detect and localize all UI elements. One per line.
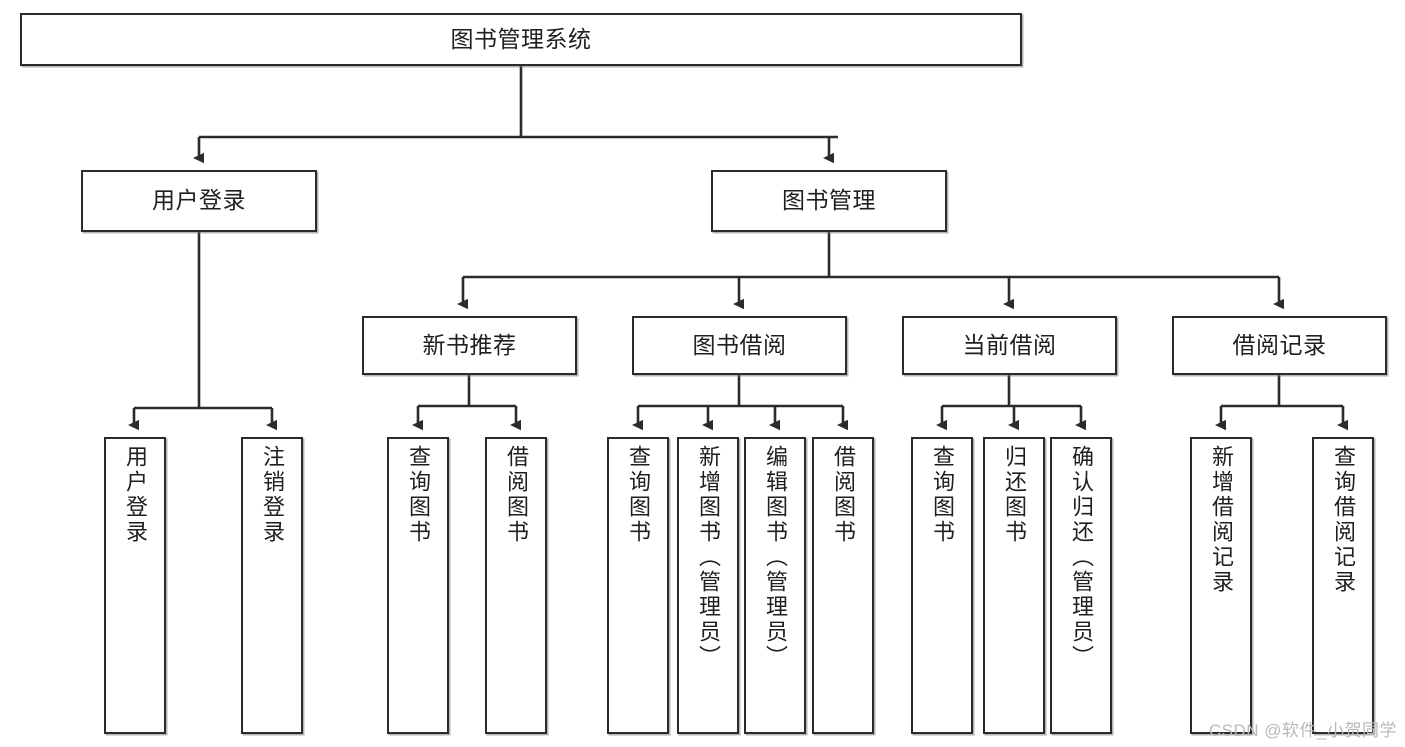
node-book-management-label: 图书管理 — [782, 187, 876, 214]
node-root[interactable]: 图书管理系统 — [20, 13, 1022, 66]
leaf-query-book-recommend-label: 查询图书 — [405, 445, 431, 545]
leaf-return-book[interactable]: 归还图书 — [983, 437, 1045, 734]
leaf-user-login-label: 用户登录 — [122, 445, 148, 545]
leaf-add-borrow-record[interactable]: 新增借阅记录 — [1190, 437, 1252, 734]
leaf-query-book-recommend[interactable]: 查询图书 — [387, 437, 449, 734]
leaf-borrow-book-recommend[interactable]: 借阅图书 — [485, 437, 547, 734]
leaf-query-borrow-record-label: 查询借阅记录 — [1330, 445, 1356, 595]
node-book-borrow-label: 图书借阅 — [692, 331, 787, 358]
node-borrow-records[interactable]: 借阅记录 — [1172, 316, 1387, 375]
leaf-return-book-label: 归还图书 — [1001, 445, 1027, 545]
leaf-add-book-admin[interactable]: 新增图书（管理员） — [677, 437, 739, 734]
leaf-query-book-current-label: 查询图书 — [929, 445, 955, 545]
leaf-edit-book-admin-label: 编辑图书（管理员） — [762, 445, 788, 670]
leaf-logout-label: 注销登录 — [259, 445, 285, 545]
leaf-query-borrow-record[interactable]: 查询借阅记录 — [1312, 437, 1374, 734]
node-book-management[interactable]: 图书管理 — [711, 170, 947, 232]
node-current-borrow-label: 当前借阅 — [962, 331, 1057, 358]
node-user-login-label: 用户登录 — [152, 187, 246, 214]
leaf-edit-book-admin[interactable]: 编辑图书（管理员） — [744, 437, 806, 734]
leaf-add-book-admin-label: 新增图书（管理员） — [695, 445, 721, 670]
node-current-borrow[interactable]: 当前借阅 — [902, 316, 1117, 375]
node-borrow-records-label: 借阅记录 — [1232, 331, 1327, 358]
leaf-borrow-book-recommend-label: 借阅图书 — [503, 445, 529, 545]
leaf-user-login[interactable]: 用户登录 — [104, 437, 166, 734]
leaf-confirm-return-admin[interactable]: 确认归还（管理员） — [1050, 437, 1112, 734]
leaf-query-book-current[interactable]: 查询图书 — [911, 437, 973, 734]
leaf-borrow-book[interactable]: 借阅图书 — [812, 437, 874, 734]
node-book-borrow[interactable]: 图书借阅 — [632, 316, 847, 375]
node-new-book-recommend-label: 新书推荐 — [422, 331, 517, 358]
leaf-add-borrow-record-label: 新增借阅记录 — [1208, 445, 1234, 595]
leaf-logout[interactable]: 注销登录 — [241, 437, 303, 734]
leaf-confirm-return-admin-label: 确认归还（管理员） — [1068, 445, 1094, 670]
leaf-query-book-borrow[interactable]: 查询图书 — [607, 437, 669, 734]
node-user-login[interactable]: 用户登录 — [81, 170, 317, 232]
node-root-label: 图书管理系统 — [450, 25, 592, 52]
watermark: CSDN @软件_小贺同学 — [1208, 721, 1397, 740]
leaf-query-book-borrow-label: 查询图书 — [625, 445, 651, 545]
leaf-borrow-book-label: 借阅图书 — [830, 445, 856, 545]
node-new-book-recommend[interactable]: 新书推荐 — [362, 316, 577, 375]
